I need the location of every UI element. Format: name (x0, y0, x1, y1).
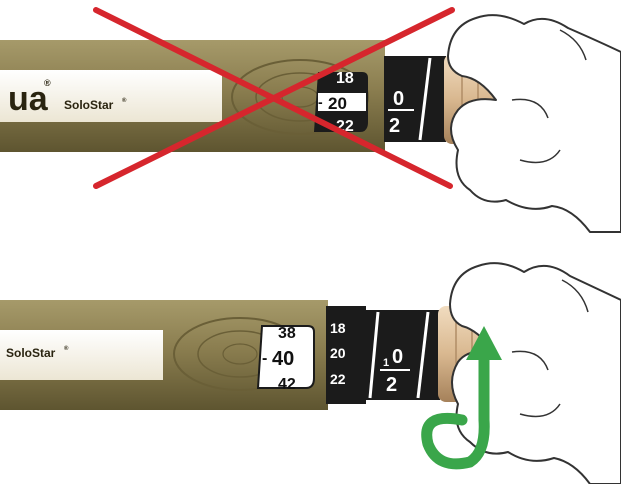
barrel-mid: 1 (383, 357, 389, 369)
barrel-lower: 2 (389, 115, 400, 137)
window-current: 40 (272, 348, 294, 370)
sleeve-b: 20 (330, 345, 346, 361)
window-current: 20 (328, 94, 347, 113)
window-dash: - (318, 94, 323, 110)
window-prev: 18 (336, 70, 354, 87)
brand-model: SoloStar (64, 98, 114, 112)
registered-mark: ® (44, 78, 51, 88)
window-next: 42 (278, 376, 296, 393)
pen-bottom: SoloStar ® 38 - 40 42 18 20 22 0 1 2 (0, 263, 621, 484)
sleeve-a: 18 (330, 320, 346, 336)
window-dash: - (262, 350, 267, 367)
registered-mark: ® (122, 97, 127, 104)
hand (448, 15, 621, 232)
brand-partial: ua (8, 80, 49, 118)
sleeve-c: 22 (330, 371, 346, 387)
brand-model: SoloStar (6, 346, 56, 360)
window-prev: 38 (278, 325, 296, 342)
barrel-upper: 0 (393, 88, 404, 110)
registered-mark: ® (64, 345, 69, 352)
barrel-lower: 2 (386, 374, 397, 396)
pen-top: ua ® SoloStar ® 18 20 - 22 0 2 (0, 10, 621, 232)
barrel-upper: 0 (392, 346, 403, 368)
